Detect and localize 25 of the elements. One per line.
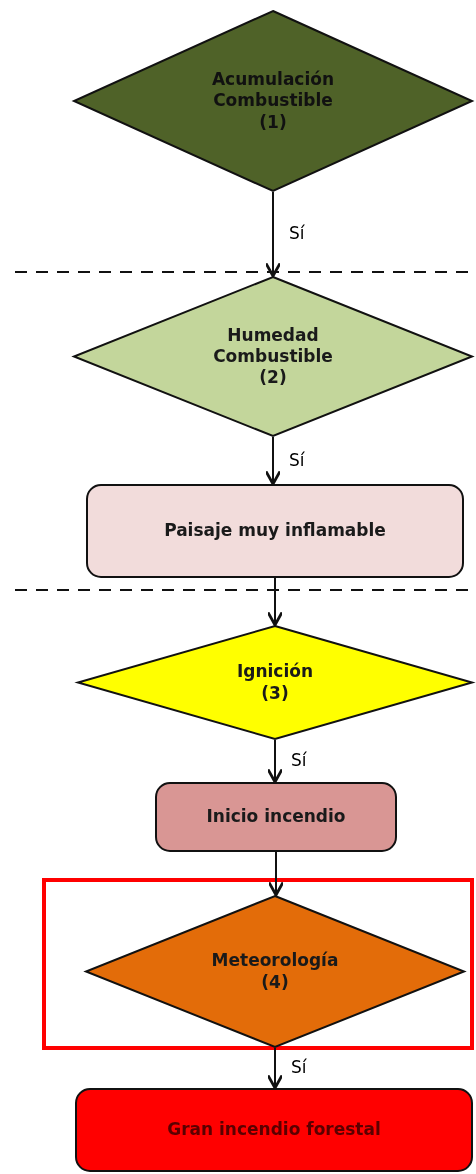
arrow bbox=[266, 577, 284, 627]
step-number: (2) bbox=[259, 367, 287, 389]
arrow bbox=[266, 1047, 284, 1090]
node-label: Ignición bbox=[236, 661, 314, 683]
arrow bbox=[264, 191, 282, 278]
arrow bbox=[266, 739, 284, 784]
arrow bbox=[267, 851, 285, 897]
decision-diamond bbox=[85, 895, 465, 1048]
node-label: Acumulación Combustible bbox=[210, 69, 336, 112]
node-label: Inicio incendio bbox=[206, 806, 346, 828]
decision-diamond bbox=[77, 625, 473, 740]
node-label: Gran incendio forestal bbox=[167, 1119, 381, 1141]
node-label: Paisaje muy inflamable bbox=[164, 520, 386, 542]
step-number: (1) bbox=[259, 111, 287, 133]
node-label: Meteorología bbox=[211, 950, 339, 972]
process-box bbox=[86, 484, 464, 578]
decision-diamond bbox=[73, 276, 473, 437]
highlight-frame bbox=[42, 878, 474, 1050]
process-box bbox=[155, 782, 397, 852]
decision-diamond bbox=[73, 10, 473, 192]
step-number: (4) bbox=[261, 971, 289, 993]
node-label: Humedad Combustible bbox=[212, 324, 334, 368]
arrow bbox=[264, 436, 282, 486]
step-number: (3) bbox=[261, 682, 289, 704]
process-box bbox=[75, 1088, 473, 1172]
